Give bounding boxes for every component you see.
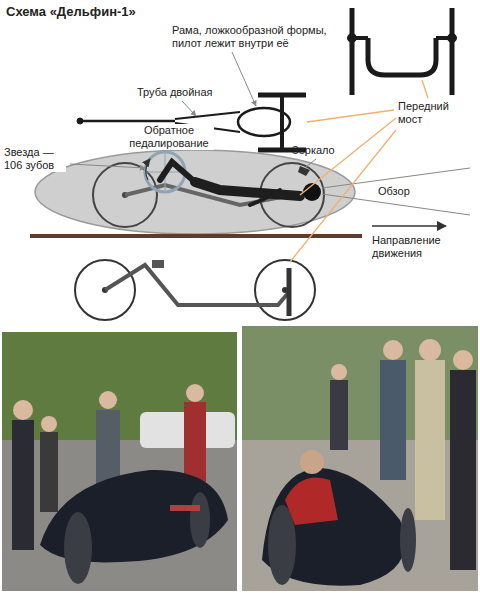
part-label: Звезда — 106 зубов bbox=[4, 146, 66, 172]
part-label: Рама, ложкообразной формы, пилот лежит в… bbox=[172, 24, 342, 50]
side-view-fairing bbox=[35, 150, 355, 234]
frame-top-view bbox=[77, 95, 306, 150]
part-label: Труба двойная bbox=[137, 86, 227, 99]
photo bbox=[2, 332, 237, 591]
front-axle-front-view bbox=[348, 8, 457, 95]
sight-line bbox=[322, 194, 470, 215]
leader-lines bbox=[70, 52, 428, 262]
part-label: Направление движения bbox=[372, 234, 462, 260]
diagram-title: Схема «Дельфин-1» bbox=[6, 4, 136, 19]
part-label: Обзор bbox=[378, 185, 428, 198]
direction-arrow bbox=[372, 225, 446, 227]
part-label: Передний мост bbox=[398, 100, 468, 126]
side-view-frame bbox=[75, 260, 315, 320]
part-label: Зеркало bbox=[292, 144, 352, 157]
photo bbox=[242, 326, 478, 591]
part-label: Обратное педалирование bbox=[124, 124, 214, 150]
